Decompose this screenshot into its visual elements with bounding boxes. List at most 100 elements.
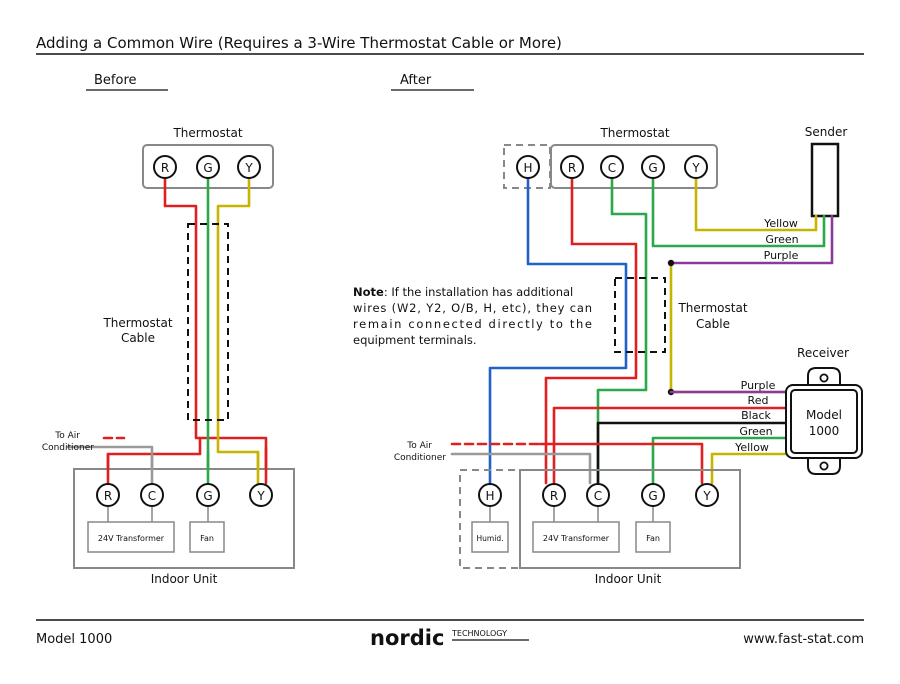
sender-wire-label-purple: Purple: [764, 249, 799, 262]
svg-text:Y: Y: [702, 489, 711, 503]
receiver-model-2: 1000: [809, 424, 840, 438]
svg-text:G: G: [203, 161, 212, 175]
receiver-wire-label-green: Green: [739, 425, 772, 438]
after-to-ac-2: Conditioner: [394, 453, 446, 463]
after-cable-label-2: Cable: [696, 317, 730, 331]
before-indoor-unit-label: Indoor Unit: [151, 572, 218, 586]
receiver-wire-label-purple: Purple: [741, 379, 776, 392]
before-terminal-r-bottom: R: [96, 483, 120, 507]
before-fan-box: [189, 521, 225, 553]
svg-text:G: G: [203, 489, 212, 503]
after-to-ac-1: To Air: [406, 441, 432, 451]
after-terminal-r-bottom: R: [542, 483, 566, 507]
before-terminal-r-top: R: [153, 155, 177, 179]
before-wire-red: [163, 176, 268, 485]
after-terminal-c-top: C: [600, 155, 624, 179]
after-terminal-y-bottom: Y: [695, 483, 719, 507]
after-heading: After: [400, 73, 432, 88]
before-terminal-g-top: G: [196, 155, 220, 179]
after-wire-red: [544, 176, 638, 485]
before-heading: Before: [94, 73, 137, 88]
sender-device: [810, 142, 840, 218]
before-cable-label-1: Thermostat: [102, 316, 172, 330]
logo-sub: TECHNOLOGY: [451, 629, 507, 638]
before-fan-label: Fan: [200, 534, 214, 543]
before-to-ac-1: To Air: [54, 431, 80, 441]
after-junction-top: [667, 259, 675, 267]
after-wire-sender-yellow: [694, 176, 818, 232]
before-to-ac-2: Conditioner: [42, 443, 94, 453]
after-terminal-y-top: Y: [684, 155, 708, 179]
after-thermostat-cable: [614, 277, 666, 353]
after-terminal-g-bottom: G: [641, 483, 665, 507]
before-transformer-box: [87, 521, 175, 553]
after-transformer-label: 24V Transformer: [543, 534, 610, 543]
after-wire-receiver-black: [596, 421, 792, 485]
svg-text:C: C: [148, 489, 156, 503]
after-wire-blue: [488, 176, 628, 485]
after-humid-box: [471, 521, 509, 553]
svg-text:R: R: [104, 489, 112, 503]
page-title: Adding a Common Wire (Requires a 3-Wire …: [36, 34, 562, 52]
after-wire-receiver-red: [552, 406, 792, 485]
svg-text:Y: Y: [256, 489, 265, 503]
svg-text:R: R: [568, 161, 576, 175]
after-note-line-3: remain connected directly to the: [353, 317, 592, 331]
after-wire-ac-red: [538, 442, 704, 485]
after-transformer-box: [532, 521, 620, 553]
footer-model: Model 1000: [36, 632, 112, 647]
after-indoor-unit-label: Indoor Unit: [595, 572, 662, 586]
after-wire-green: [596, 176, 648, 485]
after-note-line-2: wires (W2, Y2, O/B, H, etc), they can: [353, 301, 592, 315]
before-terminal-y-bottom: Y: [249, 483, 273, 507]
receiver-device: [785, 367, 863, 475]
sender-wire-label-green: Green: [765, 233, 798, 246]
after-humid-label: Humid.: [477, 534, 504, 543]
after-note-line-1: Note: If the installation has additional: [353, 285, 573, 299]
after-terminal-r-top: R: [560, 155, 584, 179]
before-terminal-c-bottom: C: [140, 483, 164, 507]
receiver-wire-label-yellow: Yellow: [734, 441, 769, 454]
receiver-wire-label-black: Black: [741, 409, 771, 422]
after-terminal-g-top: G: [641, 155, 665, 179]
after-terminal-c-bottom: C: [586, 483, 610, 507]
svg-text:H: H: [485, 489, 494, 503]
after-fan-box: [635, 521, 671, 553]
before-transformer-label: 24V Transformer: [98, 534, 165, 543]
after-indoor-unit-box: [519, 469, 741, 569]
receiver-model-1: Model: [806, 408, 842, 422]
after-wire-receiver-yellow: [710, 452, 792, 485]
nordic-technology-logo: nordic TECHNOLOGY: [370, 626, 529, 650]
before-terminal-y-top: Y: [237, 155, 261, 179]
before-terminal-g-bottom: G: [196, 483, 220, 507]
after-wire-cable-yellow: [669, 261, 792, 394]
before-thermostat-cable: [187, 223, 229, 421]
after-terminal-h-bottom: H: [478, 483, 502, 507]
logo-word: nordic: [370, 626, 444, 650]
svg-text:Y: Y: [244, 161, 253, 175]
before-thermostat-label: Thermostat: [172, 126, 242, 140]
svg-text:C: C: [608, 161, 616, 175]
svg-text:G: G: [648, 161, 657, 175]
after-wire-ac-gray: [450, 452, 592, 485]
svg-text:H: H: [523, 161, 532, 175]
after-cable-label-1: Thermostat: [677, 301, 747, 315]
svg-text:G: G: [648, 489, 657, 503]
after-terminal-h-top: H: [516, 155, 540, 179]
after-wire-receiver-green: [651, 436, 792, 485]
after-thermostat-box: [550, 144, 718, 189]
sender-wire-label-yellow: Yellow: [763, 217, 798, 230]
after-note-line-4: equipment terminals.: [353, 333, 477, 347]
receiver-wire-label-red: Red: [748, 394, 769, 407]
after-thermostat-label: Thermostat: [599, 126, 669, 140]
receiver-label: Receiver: [797, 346, 849, 360]
svg-text:Y: Y: [691, 161, 700, 175]
after-wire-sender-purple: [669, 214, 834, 265]
after-fan-label: Fan: [646, 534, 660, 543]
footer-url: www.fast-stat.com: [743, 632, 864, 647]
svg-text:R: R: [161, 161, 169, 175]
before-cable-label-2: Cable: [121, 331, 155, 345]
svg-text:C: C: [594, 489, 602, 503]
